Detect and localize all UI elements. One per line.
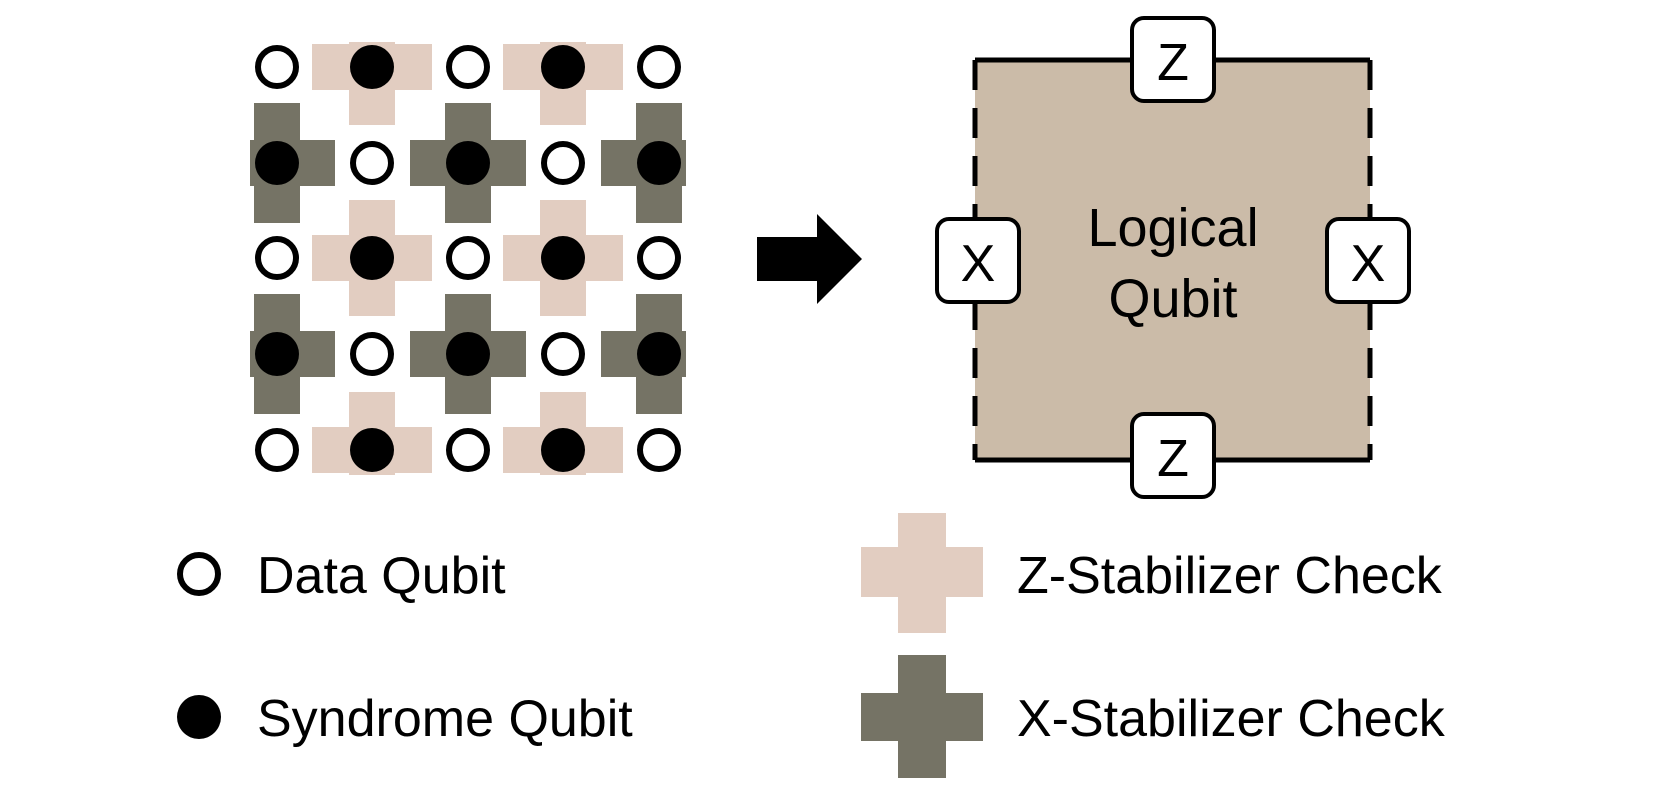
data-qubit [255, 428, 299, 472]
operator-label-bottom: Z [1157, 430, 1189, 488]
legend-label-data-qubit: Data Qubit [257, 547, 506, 605]
operator-badge-top: Z [1130, 16, 1216, 103]
logical-qubit-title-line2: Qubit [1108, 269, 1237, 329]
logical-qubit-title-line1: Logical [1087, 198, 1258, 258]
syndrome-qubit [446, 141, 490, 185]
data-qubit [446, 236, 490, 280]
legend-label-x-check: X-Stabilizer Check [1017, 690, 1446, 748]
syndrome-qubit [541, 236, 585, 280]
right-arrow-icon [757, 214, 862, 304]
data-qubit [637, 236, 681, 280]
legend-syndrome-qubit: Syndrome Qubit [177, 690, 633, 748]
legend-data-qubit: Data Qubit [177, 547, 506, 605]
data-qubit [637, 428, 681, 472]
syndrome-qubit [446, 332, 490, 376]
z-stabilizer-cross-icon [861, 513, 983, 633]
operator-label-left: X [961, 235, 996, 293]
operator-label-right: X [1351, 235, 1386, 293]
legend-x-check: X-Stabilizer Check [861, 655, 1446, 778]
data-qubit [446, 428, 490, 472]
syndrome-qubit [255, 332, 299, 376]
syndrome-qubit [637, 332, 681, 376]
data-qubit [446, 45, 490, 89]
logical-qubit: Logical Qubit Z Z X X [935, 16, 1411, 499]
syndrome-qubit [255, 141, 299, 185]
syndrome-qubit [350, 428, 394, 472]
operator-badge-right: X [1325, 217, 1411, 304]
syndrome-qubit [350, 236, 394, 280]
data-qubit-icon [177, 552, 221, 596]
data-qubit [350, 141, 394, 185]
legend-label-syndrome-qubit: Syndrome Qubit [257, 690, 633, 748]
operator-badge-left: X [935, 217, 1021, 304]
logical-qubit-square [975, 60, 1370, 460]
data-qubit [541, 332, 585, 376]
legend-z-check: Z-Stabilizer Check [861, 513, 1443, 633]
legend: Data Qubit Syndrome Qubit Z-Stabilizer C… [177, 513, 1446, 778]
operator-label-top: Z [1157, 34, 1189, 92]
qubit-grid [255, 45, 681, 472]
data-qubit [255, 45, 299, 89]
data-qubit [255, 236, 299, 280]
data-qubit [541, 141, 585, 185]
syndrome-qubit-icon [177, 695, 221, 739]
syndrome-qubit [541, 428, 585, 472]
x-stabilizer-cross-icon [861, 655, 983, 778]
legend-label-z-check: Z-Stabilizer Check [1017, 547, 1443, 605]
surface-code-lattice [250, 42, 686, 475]
syndrome-qubit [541, 45, 585, 89]
data-qubit [637, 45, 681, 89]
operator-badge-bottom: Z [1130, 412, 1216, 499]
syndrome-qubit [637, 141, 681, 185]
syndrome-qubit [350, 45, 394, 89]
data-qubit [350, 332, 394, 376]
